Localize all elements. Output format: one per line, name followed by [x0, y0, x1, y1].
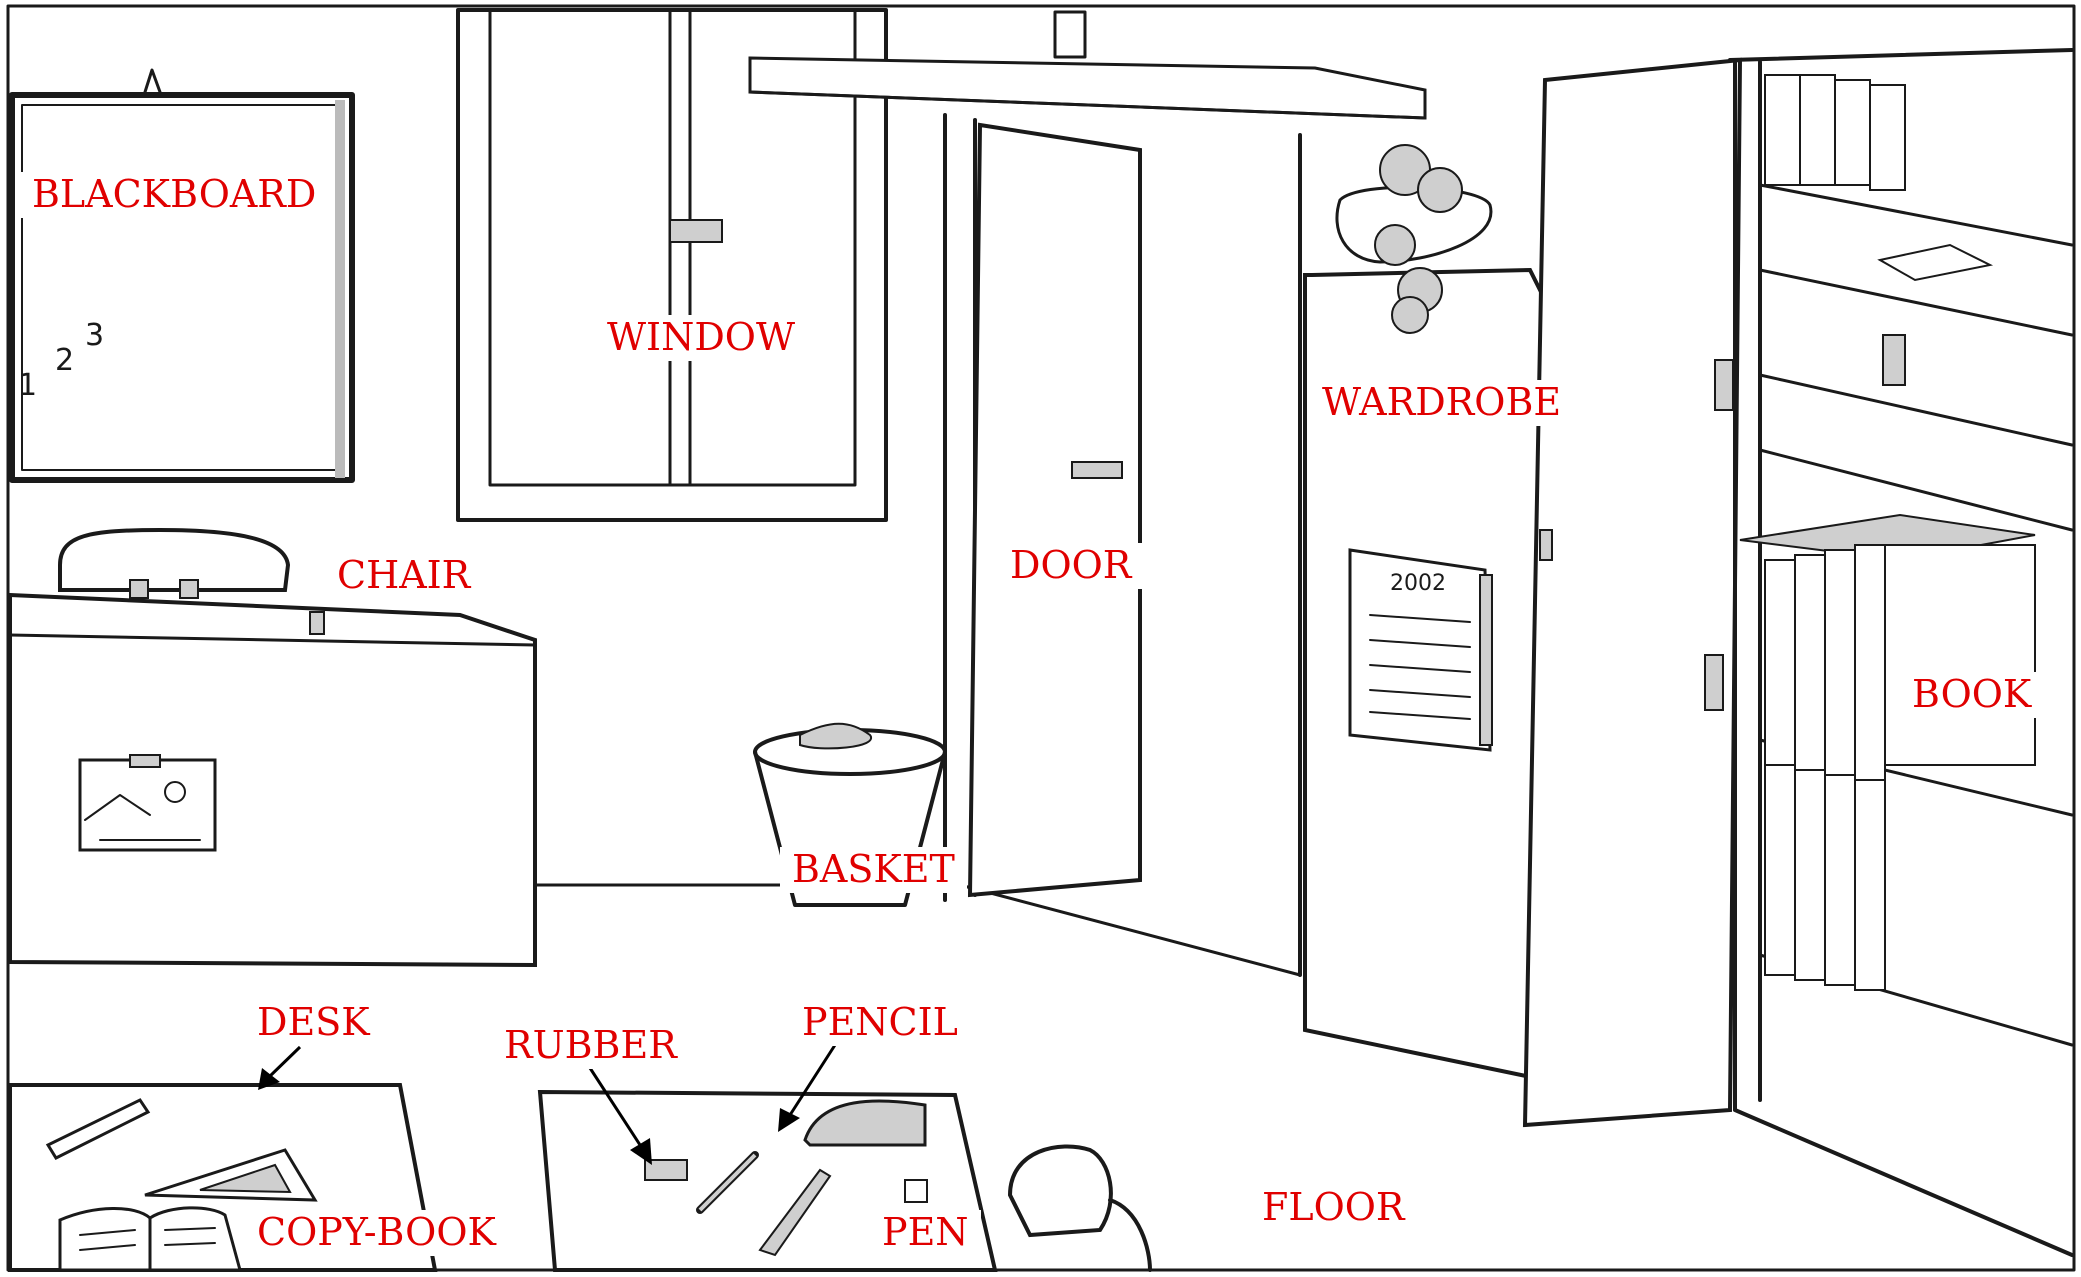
label-pencil: PENCIL	[790, 1000, 970, 1046]
board-number-3: 3	[85, 318, 104, 353]
wardrobe: 2002	[1305, 145, 1545, 1080]
label-chair: CHAIR	[325, 553, 482, 599]
school-bag	[1010, 1146, 1150, 1270]
calendar-year: 2002	[1390, 571, 1446, 596]
bookcase	[1730, 50, 2072, 1255]
chair	[60, 530, 288, 598]
floor-line	[530, 885, 1300, 975]
blackboard: 1 2 3	[12, 70, 352, 480]
label-blackboard: BLACKBOARD	[20, 172, 328, 218]
door-shelf	[750, 12, 1425, 118]
label-desk: DESK	[245, 1000, 382, 1046]
board-number-1: 1	[18, 368, 37, 403]
label-window: WINDOW	[595, 315, 807, 361]
label-wardrobe: WARDROBE	[1310, 380, 1573, 426]
label-copy-book: COPY-BOOK	[245, 1210, 508, 1256]
label-book: BOOK	[1900, 672, 2043, 718]
label-basket: BASKET	[780, 847, 967, 893]
label-pen: PEN	[870, 1210, 981, 1256]
label-door: DOOR	[998, 543, 1143, 589]
board-number-2: 2	[55, 343, 74, 378]
label-floor: FLOOR	[1250, 1185, 1417, 1231]
teacher-desk	[10, 595, 535, 965]
label-rubber: RUBBER	[492, 1023, 689, 1069]
wardrobe-door	[1525, 60, 1740, 1125]
